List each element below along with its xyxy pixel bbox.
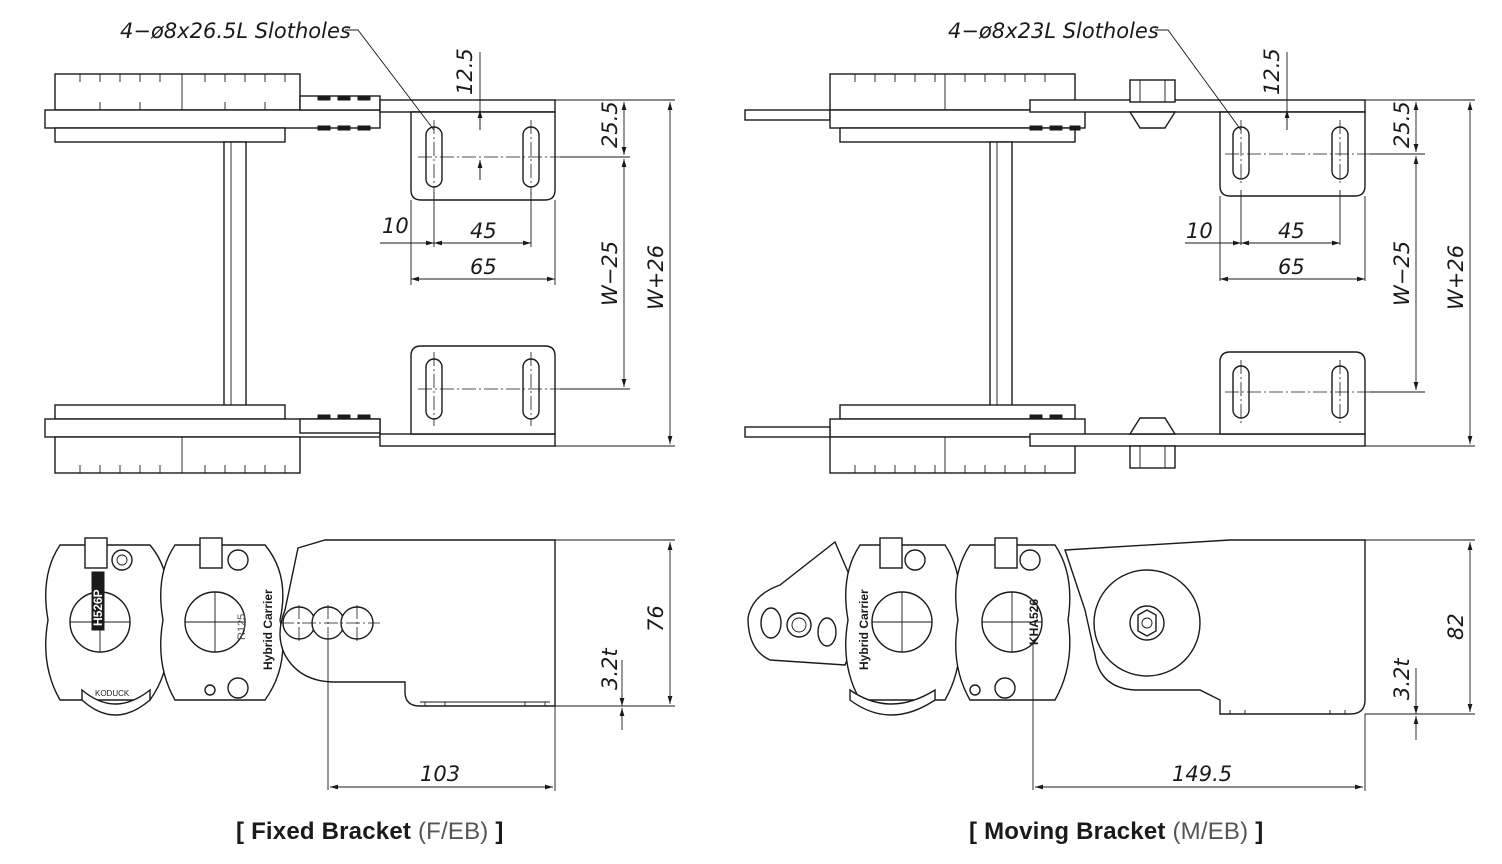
link-radius-label: R125 — [236, 614, 248, 640]
caption-open-bracket: [ — [969, 818, 985, 845]
link-brand-label: Hybrid Carrier — [261, 589, 275, 670]
dim-inner-width: W−25 — [1390, 241, 1414, 306]
bracket-arm-bottom — [379, 433, 556, 447]
bracket-arm-top — [379, 99, 556, 113]
dim-hole-pitch: 45 — [1278, 219, 1305, 243]
dim-outer-width: W+26 — [644, 245, 668, 310]
dim-hole-offset: 12.5 — [453, 48, 477, 95]
dim-top-offset: 25.5 — [1390, 101, 1414, 148]
caption-close-bracket: ] — [1248, 818, 1264, 845]
fixed-side-view: H526P KODUCK Hybrid Carrier R125 76 3.2t… — [45, 537, 675, 791]
dim-thickness: 3.2t — [1390, 658, 1414, 700]
dim-height: 82 — [1444, 613, 1468, 640]
link-model-label: H526P — [91, 589, 105, 626]
dim-hole-offset: 12.5 — [1260, 48, 1284, 95]
fixed-slot-label: 4−ø8x26.5L Slotholes — [120, 19, 351, 43]
moving-slot-label: 4−ø8x23L Slotholes — [948, 19, 1159, 43]
mounting-plate-bottom — [410, 345, 556, 435]
swing-plate — [747, 540, 856, 666]
link-brand-label: Hybrid Carrier — [857, 589, 871, 670]
caption-close-bracket: ] — [488, 818, 504, 845]
moving-top-view: 4−ø8x23L Slotholes 12.5 25.5 10 45 65 W−… — [744, 19, 1475, 474]
dim-inner-width: W−25 — [598, 241, 622, 306]
caption-title: Moving Bracket — [984, 818, 1166, 845]
fixed-caption: [ Fixed Bracket (F/EB) ] — [236, 818, 504, 846]
dim-top-offset: 25.5 — [598, 101, 622, 148]
moving-side-view: Hybrid Carrier KHA526 82 3.2t 149.5 — [747, 537, 1475, 791]
chain-link-top — [54, 73, 301, 111]
caption-code: (F/EB) — [417, 818, 489, 845]
dim-edge: 10 — [1186, 219, 1213, 243]
dim-plate-length: 65 — [1278, 255, 1305, 279]
dim-length: 149.5 — [1172, 762, 1232, 786]
bolt-bottom — [1129, 445, 1176, 469]
mounting-plate-top — [410, 111, 556, 201]
bolt-top — [1129, 79, 1176, 103]
fixed-top-view: 4−ø8x26.5L Slotholes 12.5 25.5 10 45 65 … — [44, 19, 675, 474]
caption-code: (M/EB) — [1172, 818, 1249, 845]
caption-title: Fixed Bracket — [251, 818, 412, 845]
dim-length: 103 — [420, 762, 460, 786]
caption-open-bracket: [ — [236, 818, 252, 845]
moving-caption: [ Moving Bracket (M/EB) ] — [969, 818, 1263, 846]
crossbar — [223, 141, 247, 413]
link-model-label: KHA526 — [1027, 599, 1041, 645]
hex-nut — [1137, 609, 1157, 637]
dim-outer-width: W+26 — [1444, 245, 1468, 310]
dim-edge: 10 — [382, 214, 409, 238]
dim-height: 76 — [644, 605, 668, 632]
chain-link-bottom — [54, 436, 301, 474]
dim-plate-length: 65 — [470, 255, 497, 279]
dim-thickness: 3.2t — [598, 648, 622, 690]
fixed-bracket-plate — [279, 539, 556, 707]
link-maker-label: KODUCK — [95, 689, 130, 698]
dim-hole-pitch: 45 — [470, 219, 497, 243]
